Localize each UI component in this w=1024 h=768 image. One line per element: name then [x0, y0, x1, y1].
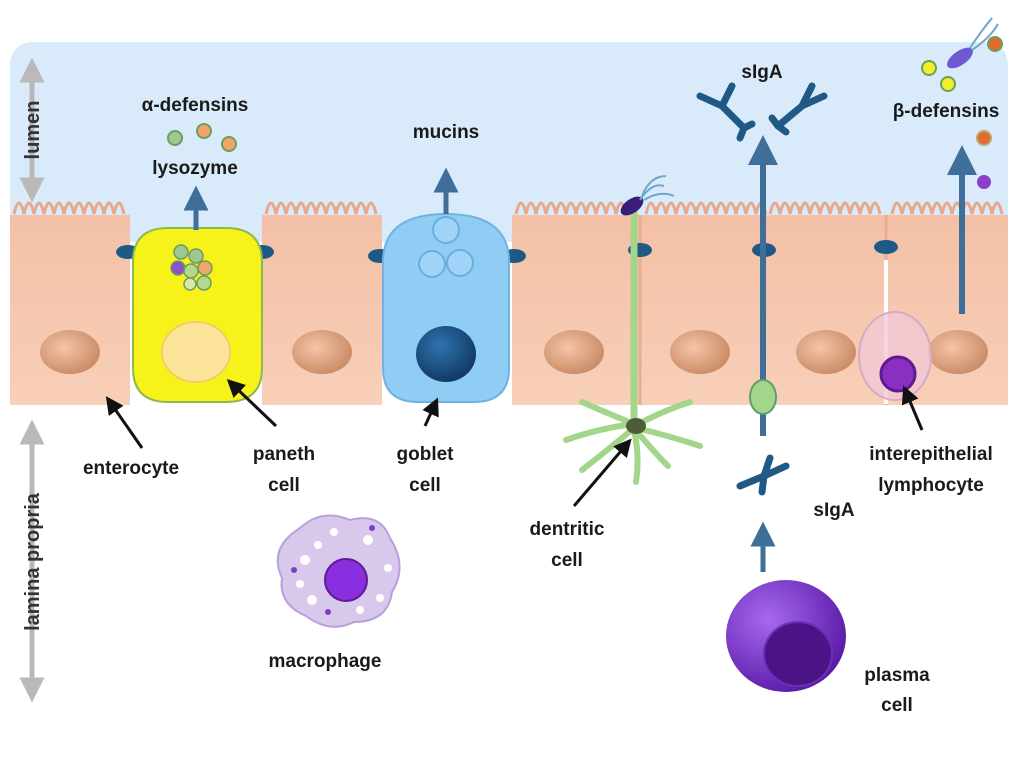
macrophage-label: macrophage [269, 651, 382, 672]
iel-pointer [901, 385, 924, 431]
goblet-label-line2: cell [409, 475, 441, 496]
enterocyte-nucleus [292, 330, 352, 374]
siga-antibody-left [696, 82, 756, 142]
goblet-pointer [422, 397, 439, 427]
paneth-pointer [226, 379, 278, 428]
plasma-label-line1: plasma [864, 665, 930, 686]
lumen-region [10, 42, 1008, 242]
iel-label-line2: lymphocyte [878, 475, 984, 496]
plasma-label-line2: cell [881, 695, 913, 716]
paneth-label-line2: cell [268, 475, 300, 496]
siga-transcytosis [748, 135, 778, 436]
enterocyte-nucleus [928, 330, 988, 374]
enterocyte-pointer [105, 396, 144, 449]
beta-defensin-particle [976, 130, 992, 146]
dendritic-pointer [572, 438, 632, 507]
macrophage [276, 514, 401, 628]
interepithelial-lymphocyte [858, 260, 932, 404]
dendritic-cell [563, 175, 703, 485]
goblet-cell [382, 212, 510, 403]
lamina-propria-label: lamina propria [22, 492, 44, 631]
iel-label-line1: interepithelial [869, 444, 993, 465]
goblet-label-line1: goblet [397, 444, 455, 465]
alpha-defensins-label: α-defensins [142, 95, 249, 116]
mucins-label: mucins [413, 122, 480, 143]
enterocyte-nucleus [544, 330, 604, 374]
siga-antibody-lower [736, 454, 790, 496]
alpha-defensin-particle [167, 130, 183, 146]
enterocyte-label: enterocyte [83, 458, 179, 479]
lumen-label: lumen [22, 101, 44, 160]
plasma-cell [726, 580, 846, 692]
enterocyte-nucleus [670, 330, 730, 374]
beta-defensin-particle [977, 175, 991, 189]
dendritic-label-line2: cell [551, 550, 583, 571]
beta-defensins-label: β-defensins [893, 101, 1000, 122]
alpha-defensin-particle [196, 123, 212, 139]
lysozyme-particle [221, 136, 237, 152]
enterocyte-nucleus [40, 330, 100, 374]
enterocyte-nucleus [796, 330, 856, 374]
siga-antibody-right [768, 82, 828, 136]
siga-bottom-label: sIgA [813, 500, 854, 521]
paneth-cell [132, 227, 263, 403]
paneth-label-line1: paneth [253, 444, 315, 465]
bacterium-icon [921, 17, 1003, 92]
siga-top-label: sIgA [741, 62, 782, 83]
dendritic-label-line1: dentritic [530, 519, 605, 540]
lysozyme-label: lysozyme [152, 158, 238, 179]
